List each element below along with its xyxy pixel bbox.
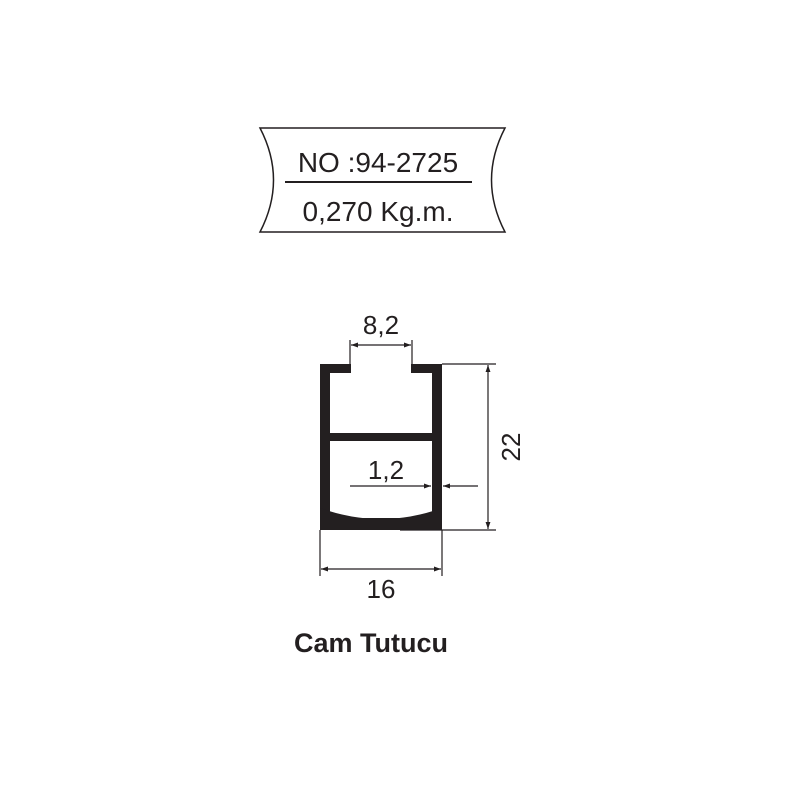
dimension-wall-thickness-label: 1,2 — [368, 455, 404, 485]
part-number: NO :94-2725 — [298, 147, 458, 178]
dimension-height — [400, 363, 496, 531]
caption: Cam Tutucu — [294, 628, 448, 658]
weight-per-meter: 0,270 Kg.m. — [303, 196, 454, 227]
profile-section — [320, 364, 442, 530]
dimension-width-label: 16 — [367, 574, 396, 604]
dimension-width — [319, 530, 443, 576]
dimension-height-label: 22 — [496, 433, 526, 462]
dimension-top-opening-label: 8,2 — [363, 310, 399, 340]
label-box: NO :94-2725 0,270 Kg.m. — [258, 127, 507, 233]
dimension-top-opening — [349, 340, 413, 364]
